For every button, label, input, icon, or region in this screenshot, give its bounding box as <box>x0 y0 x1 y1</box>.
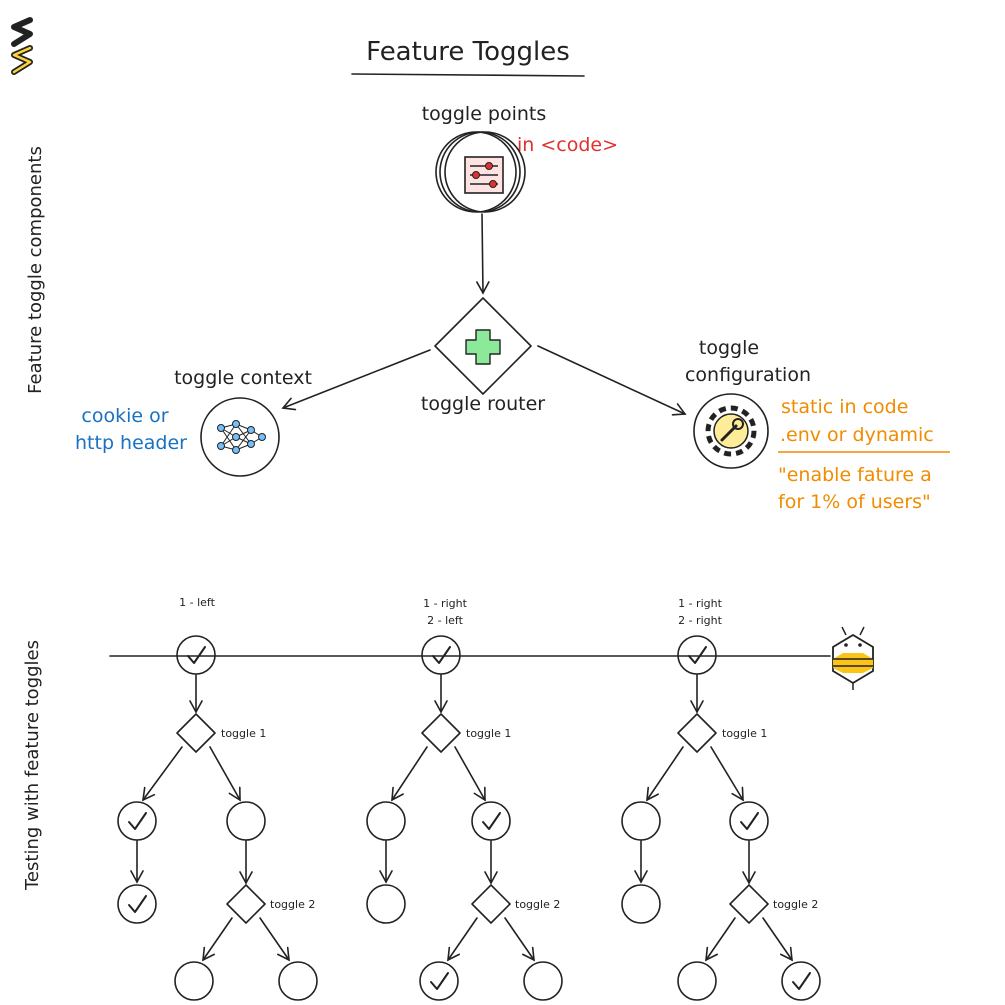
arrow-router-to-config <box>537 345 687 416</box>
side-label-components: Feature toggle components <box>25 146 46 394</box>
config-title-line-2: configuration <box>685 364 811 386</box>
toggle-points-node <box>435 131 526 213</box>
stage-1-toggle-2-right-node <box>278 961 318 1001</box>
context-note-line-2: http header <box>75 432 187 454</box>
bee-icon <box>832 626 874 690</box>
in-code-label: in <code> <box>517 134 618 156</box>
check-icon <box>482 812 501 830</box>
stage-2-toggle-1-label: toggle 1 <box>466 727 511 740</box>
stage-2-label-2: 2 - left <box>427 614 463 627</box>
toggle-points-label: toggle points <box>422 103 547 125</box>
stage-3-arrow-toggle-1-left <box>646 746 684 802</box>
stage-3-left-leaf-node <box>621 884 661 924</box>
diagram-title: Feature Toggles <box>366 37 570 67</box>
stage-2-arrow-toggle-2-right <box>504 917 535 962</box>
stage-2-root-node <box>421 635 461 675</box>
context-note-line-1: cookie or <box>81 405 168 427</box>
stage-1-toggle-2-left-node <box>174 961 214 1001</box>
plus-icon <box>465 329 501 365</box>
stage-2-left-leaf-node <box>366 884 406 924</box>
toggle-context-label: toggle context <box>174 367 312 389</box>
check-icon <box>430 972 449 990</box>
stage-3-toggle-1-diamond <box>677 713 717 753</box>
side-label-testing: Testing with feature toggles <box>22 640 43 891</box>
settings-list-icon <box>464 156 504 194</box>
stage-1-left-node <box>117 801 157 841</box>
stage-3-toggle-2-diamond <box>729 884 769 924</box>
stage-2-arrow-toggle-1-right <box>454 746 486 802</box>
config-note-line-4: for 1% of users" <box>778 491 931 513</box>
stage-1-arrow-toggle-2-right <box>259 917 290 962</box>
stage-1-toggle-2-label: toggle 2 <box>270 898 315 911</box>
toggle-router-label: toggle router <box>421 393 545 415</box>
toggle-configuration-node <box>693 393 769 469</box>
stage-1-toggle-1-diamond <box>176 713 216 753</box>
stage-3-left-node <box>621 801 661 841</box>
stage-1-left-leaf-node <box>117 884 157 924</box>
stage-3-toggle-2-label: toggle 2 <box>773 898 818 911</box>
stage-3-toggle-2-right-node <box>781 961 821 1001</box>
stage-2-arrow-toggle-2-left <box>447 917 478 962</box>
logo-icon <box>11 17 33 75</box>
stage-2-toggle-2-label: toggle 2 <box>515 898 560 911</box>
stage-3-root-node <box>677 635 717 675</box>
stage-2-left-node <box>366 801 406 841</box>
stage-2-toggle-1-diamond <box>421 713 461 753</box>
stage-2-arrow-toggle-1-left <box>391 746 428 802</box>
stage-1-arrow-toggle-1-left <box>142 746 183 802</box>
check-icon <box>128 895 147 913</box>
stage-3-right-node <box>729 801 769 841</box>
config-title-line-1: toggle <box>699 337 759 359</box>
testing-trees: toggle 1 toggle 2 toggle 1 toggle 2 toggle 1… <box>117 635 821 1001</box>
stage-1-arrow-toggle-1-right <box>209 746 241 802</box>
toggle-context-node <box>200 397 280 477</box>
stage-2-toggle-2-right-node <box>523 961 563 1001</box>
stage-3-arrow-toggle-1-right <box>710 746 744 802</box>
stage-1-toggle-1-label: toggle 1 <box>221 727 266 740</box>
check-icon <box>740 812 759 830</box>
gear-wrench-icon <box>705 405 757 457</box>
stage-3-arrow-toggle-2-right <box>762 917 793 962</box>
check-icon <box>187 646 206 664</box>
stage-1-right-node <box>226 801 266 841</box>
check-icon <box>432 646 451 664</box>
stage-3-toggle-1-label: toggle 1 <box>722 727 767 740</box>
arrow-points-to-router <box>476 213 490 295</box>
config-note-line-2: .env or dynamic <box>780 424 934 446</box>
stage-3-toggle-2-left-node <box>677 961 717 1001</box>
config-note-line-3: "enable fature a <box>778 464 932 486</box>
check-icon <box>128 812 147 830</box>
stage-1-toggle-2-diamond <box>226 884 266 924</box>
stage-1-arrow-toggle-2-left <box>202 917 233 962</box>
toggle-router-node <box>434 297 532 395</box>
stage-2-right-node <box>471 801 511 841</box>
arrow-router-to-context <box>281 349 431 411</box>
stage-2-label-1: 1 - right <box>423 597 467 610</box>
check-icon <box>688 646 707 664</box>
stage-1-root-node <box>176 635 216 675</box>
config-note-line-1: static in code <box>781 396 908 418</box>
stage-2-toggle-2-left-node <box>419 961 459 1001</box>
title-underline <box>351 73 585 77</box>
stage-2-toggle-2-diamond <box>471 884 511 924</box>
stage-3-label-2: 2 - right <box>678 614 722 627</box>
neural-network-icon <box>217 420 266 454</box>
check-icon <box>792 972 811 990</box>
stage-3-arrow-toggle-2-left <box>705 917 736 962</box>
stage-3-label-1: 1 - right <box>678 597 722 610</box>
stage-1-label-1: 1 - left <box>179 596 215 609</box>
